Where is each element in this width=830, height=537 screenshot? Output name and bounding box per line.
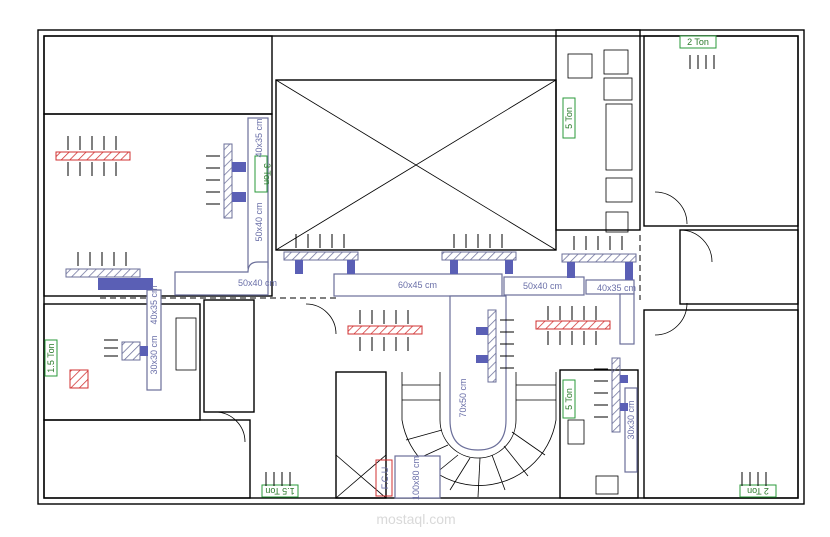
return-grille <box>347 325 423 335</box>
duct-label: 40x35 cm <box>597 283 636 293</box>
ac-units: 3 Ton 1.5 Ton 5 Ton 5 Ton 2 Ton 2 Ton 1.… <box>44 35 777 498</box>
supply-grille <box>121 341 141 361</box>
supply-grille <box>65 268 141 278</box>
duct-label: 30x30 cm <box>149 335 159 374</box>
walls <box>37 29 805 505</box>
unit-label-1-5-ton-bottom: 1.5 Ton <box>265 486 294 496</box>
duct-label: 50x40 cm <box>523 281 562 291</box>
duct-network <box>146 117 638 499</box>
unit-label-1-5-ton: 1.5 Ton <box>46 343 56 372</box>
supply-grille <box>283 251 359 261</box>
furniture <box>175 49 633 495</box>
supply-grille <box>561 253 637 263</box>
grilles <box>55 143 637 433</box>
duct-label: 70x50 cm <box>458 378 468 417</box>
duct-label: 50x40 cm <box>254 202 264 241</box>
return-grille <box>69 369 89 389</box>
fcu-label: F.C.U <box>380 467 390 490</box>
unit-label-2-ton-bottom: 2 Ton <box>747 486 769 496</box>
watermark: mostaql.com <box>376 511 455 527</box>
unit-label-5-ton-top: 5 Ton <box>564 107 574 129</box>
supply-grille <box>441 251 517 261</box>
supply-grille <box>611 357 621 433</box>
return-grille <box>535 320 611 330</box>
duct-label: 100x80 cm <box>411 456 421 500</box>
unit-label-2-ton-top: 2 Ton <box>687 37 709 47</box>
supply-grille <box>223 143 233 219</box>
unit-label-5-ton-kitchen: 5 Ton <box>564 388 574 410</box>
duct-label: 30x30 cm <box>626 400 636 439</box>
supply-grille <box>487 309 497 383</box>
unit-label-3-ton: 3 Ton <box>262 163 272 185</box>
duct-labels: 40x35 cm 50x40 cm 50x40 cm 60x45 cm 50x4… <box>149 118 636 500</box>
duct-label: 50x40 cm <box>238 278 277 288</box>
duct-label: 60x45 cm <box>398 280 437 290</box>
duct-label: 40x35 cm <box>149 285 159 324</box>
return-grille <box>55 151 131 161</box>
duct-label: 40x35 cm <box>254 118 264 157</box>
